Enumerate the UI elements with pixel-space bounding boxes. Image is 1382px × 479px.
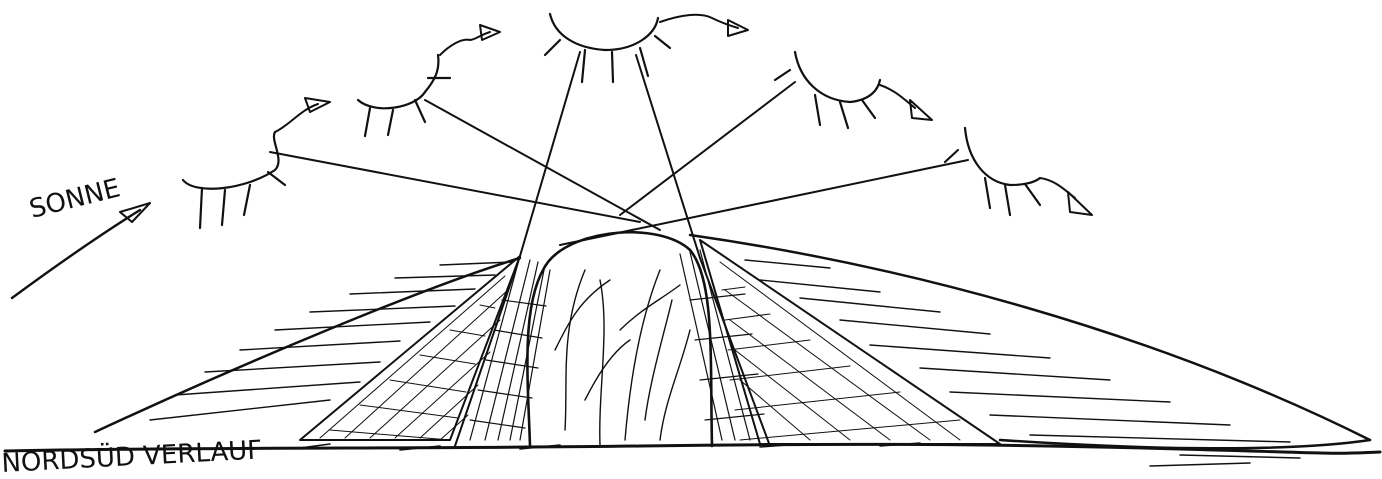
sun-position-4: [775, 52, 880, 128]
sun-path-arrow-1: [275, 98, 330, 132]
right-long-shadow-outline: [690, 235, 1370, 440]
sun-path-arrow-5: [1040, 178, 1092, 215]
left-long-shadow-outline: [95, 258, 520, 432]
sun-label: SONNE: [26, 173, 123, 224]
sun-incoming-arrow: [12, 210, 140, 298]
object-side-shadow-dense: [470, 250, 764, 440]
right-long-shadow-hatch: [745, 260, 1290, 442]
bottom-label: NORDSÜD VERLAUF: [1, 433, 263, 474]
left-inner-shadow-outline: [300, 256, 520, 440]
sun-path-arrow-2: [440, 25, 500, 55]
sun-position-1: [183, 132, 285, 228]
left-inner-shadow-crosshatch: [320, 276, 508, 440]
right-inner-shadow-outline: [700, 240, 1000, 444]
left-long-shadow-hatch: [150, 262, 512, 420]
sun-path-arrow-3: [660, 15, 748, 36]
sun-position-3: [545, 14, 670, 82]
sun-rays: [270, 52, 968, 446]
central-object-texture: [555, 270, 690, 445]
sun-position-5: [945, 128, 1040, 215]
sun-path-arrow-4: [880, 85, 932, 120]
central-object-outline: [527, 232, 712, 446]
sun-position-2: [358, 55, 450, 136]
